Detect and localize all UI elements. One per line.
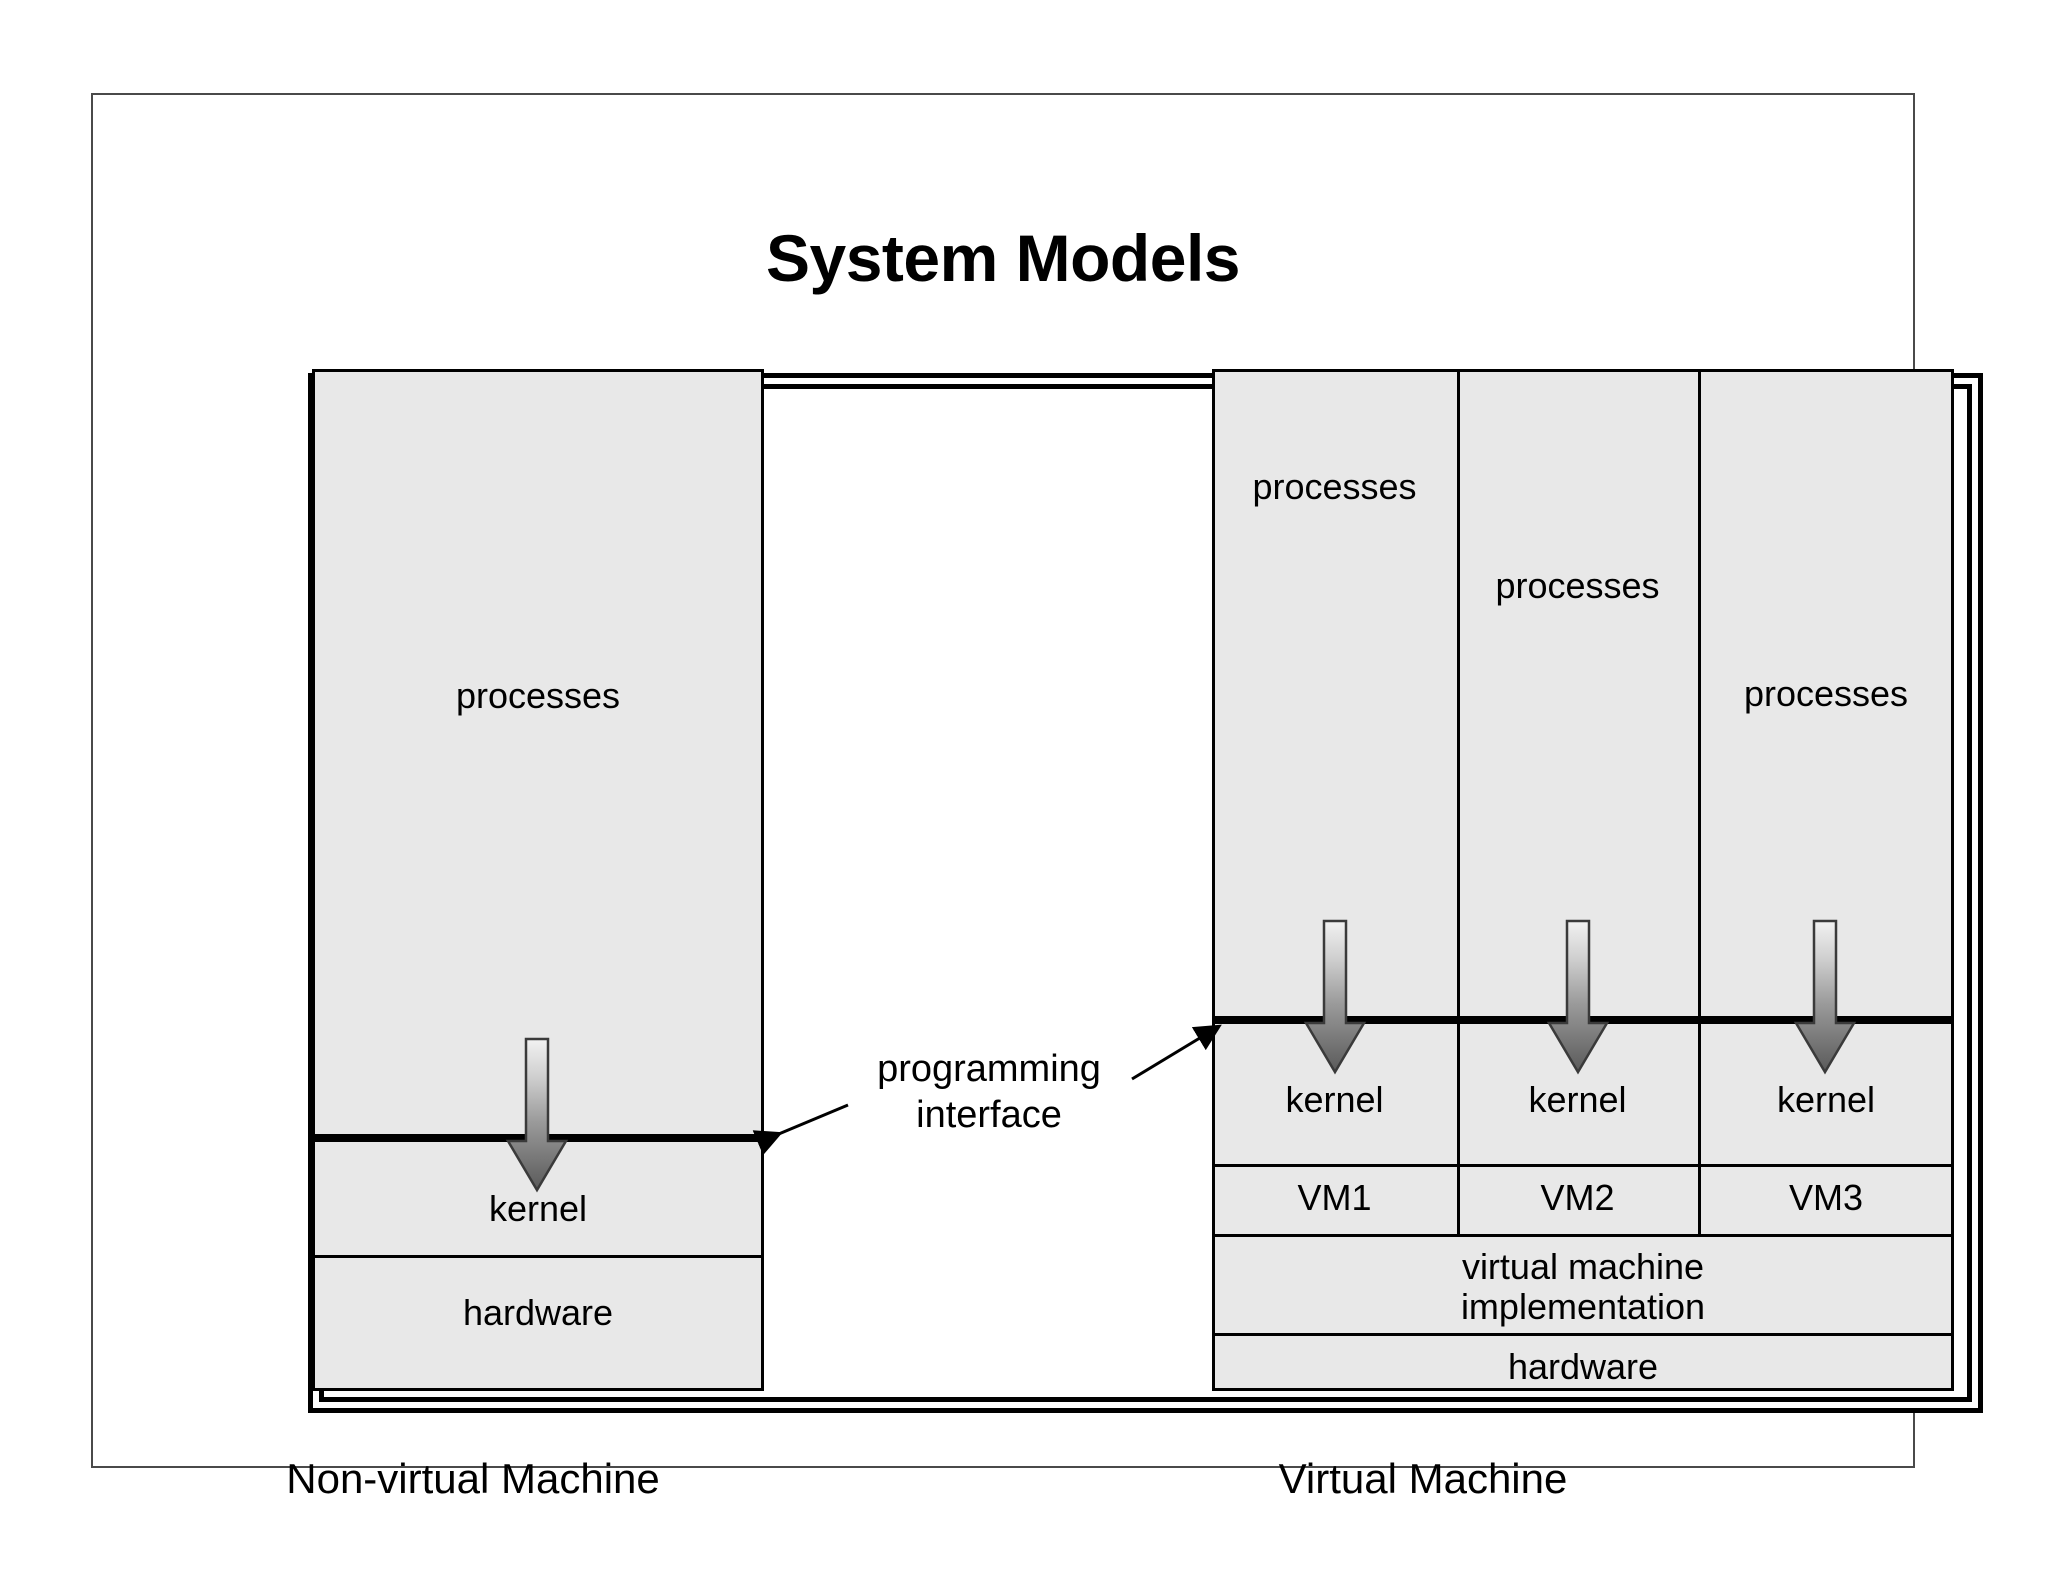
vm3-kernel-label: kernel (1776, 1079, 1876, 1120)
left-kernel-hardware-divider (312, 1255, 764, 1258)
vm2-system-call-arrow (1546, 919, 1610, 1075)
non-virtual-machine-box (312, 369, 764, 1391)
vm1-label: VM1 (1297, 1177, 1372, 1218)
figure-inner-border: processes kernel hardware (312, 369, 1972, 1402)
vm-column-divider-2 (1698, 369, 1701, 1237)
kernel-vm-divider (1212, 1164, 1954, 1167)
left-processes-label: processes (455, 675, 621, 716)
page-title: System Models (766, 221, 1241, 295)
vm-implementation-label: virtual machine implementation (1212, 1246, 1954, 1328)
vm1-system-call-arrow (1303, 919, 1367, 1075)
right-diagram-caption: Virtual Machine (1278, 1455, 1568, 1502)
left-system-call-arrow (505, 1037, 569, 1193)
vm3-system-call-arrow (1793, 919, 1857, 1075)
right-implementation-hardware-divider (1212, 1333, 1954, 1336)
vm1-processes-label: processes (1252, 466, 1417, 507)
vm2-label: VM2 (1540, 1177, 1615, 1218)
left-hardware-label: hardware (462, 1292, 614, 1333)
figure-outer-border: processes kernel hardware (308, 369, 1983, 1413)
right-hardware-label: hardware (1507, 1346, 1659, 1387)
vm-implementation-line1: virtual machine (1461, 1246, 1705, 1287)
vm-implementation-divider (1212, 1234, 1954, 1237)
slide-frame: System Models processes kernel hardware (91, 93, 1983, 1502)
left-kernel-label: kernel (488, 1188, 588, 1229)
vm1-kernel-label: kernel (1285, 1079, 1384, 1120)
left-diagram-caption: Non-virtual Machine (286, 1455, 660, 1502)
vm-implementation-line2: implementation (1460, 1286, 1706, 1328)
vm3-processes-label: processes (1743, 673, 1909, 714)
vm-column-divider-1 (1457, 369, 1460, 1237)
vm3-label: VM3 (1788, 1177, 1864, 1218)
figure-canvas: processes kernel hardware (312, 369, 1967, 1397)
vm2-processes-label: processes (1495, 565, 1660, 606)
virtual-machine-box (1212, 369, 1954, 1391)
callout-line-1: programming (877, 1048, 1101, 1090)
programming-interface-callout: programming interface (824, 1047, 1154, 1138)
vm2-kernel-label: kernel (1528, 1079, 1627, 1120)
callout-line-2: interface (916, 1093, 1062, 1136)
